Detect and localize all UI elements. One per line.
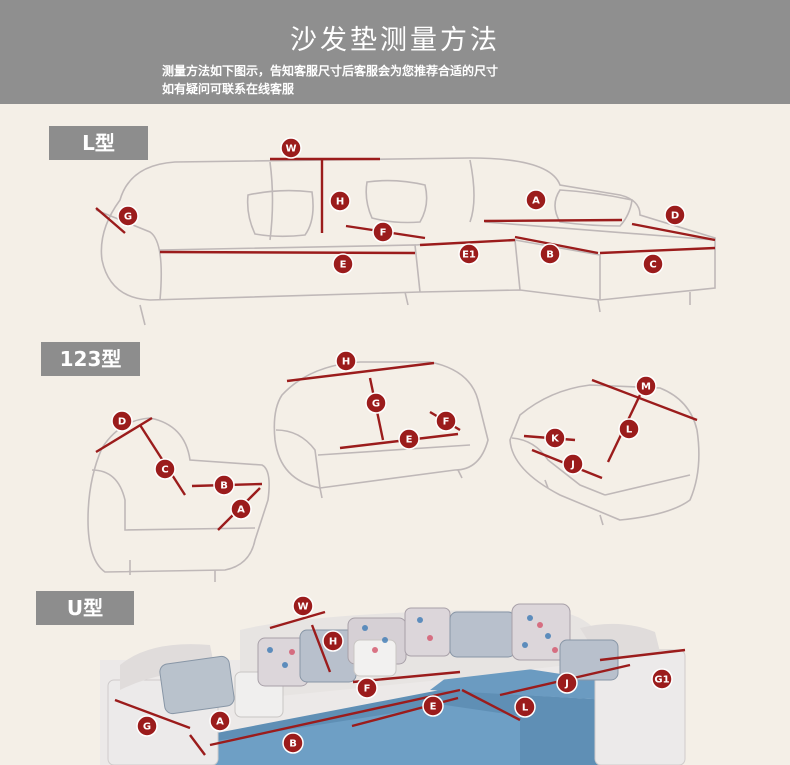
marker-l-d: D — [665, 205, 685, 225]
marker-label: A — [237, 505, 245, 516]
marker-label: K — [551, 434, 560, 445]
marker-s1-c: C — [155, 459, 175, 479]
marker-u-a: A — [210, 711, 230, 731]
marker-l-g: G — [118, 206, 138, 226]
marker-label: H — [336, 197, 344, 208]
marker-label: C — [649, 260, 656, 271]
marker-s2-e: E — [399, 429, 419, 449]
marker-s1-a: A — [231, 499, 251, 519]
marker-label: F — [364, 684, 371, 695]
marker-label: H — [342, 357, 350, 368]
marker-u-w: W — [293, 596, 313, 616]
marker-s3-m: M — [636, 376, 656, 396]
marker-s3-j: J — [563, 454, 583, 474]
marker-s2-g: G — [366, 393, 386, 413]
marker-label: E1 — [462, 250, 476, 261]
marker-u-j: J — [557, 673, 577, 693]
marker-label: W — [297, 602, 308, 613]
marker-label: W — [285, 144, 296, 155]
marker-u-l: L — [515, 697, 535, 717]
marker-label: A — [532, 196, 540, 207]
marker-label: E — [430, 702, 437, 713]
marker-label: H — [329, 637, 337, 648]
marker-label: E — [340, 260, 347, 271]
marker-label: F — [443, 417, 450, 428]
marker-u-g1: G1 — [652, 669, 672, 689]
marker-s2-f: F — [436, 411, 456, 431]
marker-label: B — [220, 481, 228, 492]
marker-s3-k: K — [545, 428, 565, 448]
marker-label: A — [216, 717, 224, 728]
marker-l-f: F — [373, 222, 393, 242]
marker-l-e: E — [333, 254, 353, 274]
marker-u-b: B — [283, 733, 303, 753]
marker-l-c: C — [643, 254, 663, 274]
marker-label: E — [406, 435, 413, 446]
u-sofa — [100, 604, 685, 765]
marker-label: J — [564, 679, 569, 690]
marker-u-g: G — [137, 716, 157, 736]
marker-label: L — [522, 703, 529, 714]
marker-label: B — [546, 250, 554, 261]
marker-label: M — [641, 382, 651, 393]
marker-label: D — [671, 211, 679, 222]
marker-l-a: A — [526, 190, 546, 210]
two-seater-sketch — [510, 385, 699, 525]
marker-s3-l: L — [619, 419, 639, 439]
marker-label: D — [118, 417, 126, 428]
marker-l-h: H — [330, 191, 350, 211]
marker-s1-d: D — [112, 411, 132, 431]
marker-l-w: W — [281, 138, 301, 158]
marker-label: G1 — [654, 675, 669, 686]
marker-label: J — [570, 460, 575, 471]
marker-s1-b: B — [214, 475, 234, 495]
marker-label: B — [289, 739, 297, 750]
l-sofa-measure-lines — [96, 159, 715, 253]
l-sofa-sketch — [96, 158, 715, 325]
marker-label: G — [124, 212, 132, 223]
marker-label: G — [143, 722, 151, 733]
marker-l-e1: E1 — [459, 244, 479, 264]
marker-s2-h: H — [336, 351, 356, 371]
marker-l-b: B — [540, 244, 560, 264]
marker-u-e: E — [423, 696, 443, 716]
marker-label: C — [161, 465, 168, 476]
marker-label: L — [626, 425, 633, 436]
marker-label: F — [380, 228, 387, 239]
marker-label: G — [372, 399, 380, 410]
marker-u-f: F — [357, 678, 377, 698]
marker-u-h: H — [323, 631, 343, 651]
